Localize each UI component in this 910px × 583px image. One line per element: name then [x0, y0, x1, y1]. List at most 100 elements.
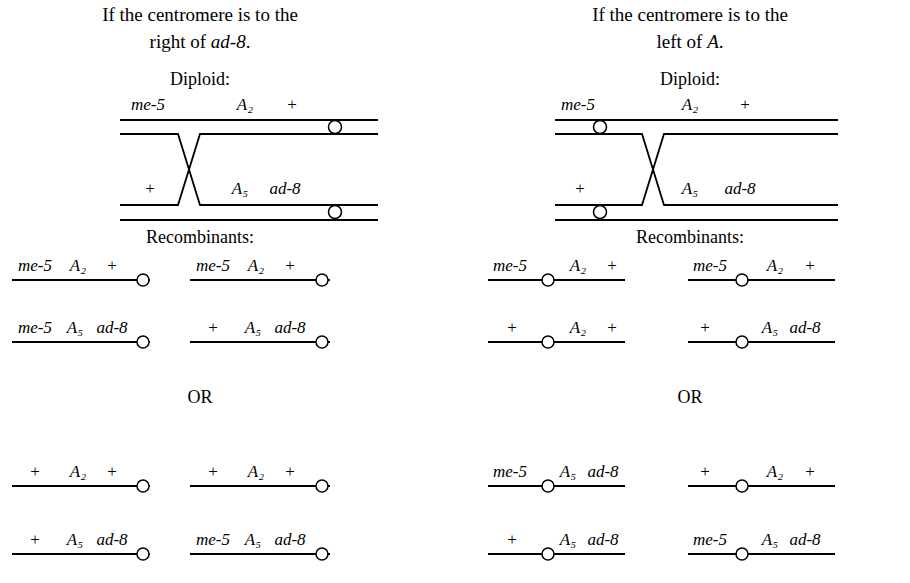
- gene-label: ad-8: [587, 462, 618, 482]
- gene-label: A₅: [232, 179, 248, 199]
- centromere: [736, 274, 748, 286]
- chromatid: [120, 134, 378, 205]
- gene-label: +: [145, 179, 155, 199]
- gene-label: A₂: [70, 256, 86, 276]
- chromatid: [555, 219, 838, 221]
- gene-label: +: [30, 462, 40, 482]
- gene-label: ad-8: [96, 530, 127, 550]
- gene-label: +: [740, 95, 750, 115]
- section-label: Recombinants:: [636, 227, 744, 249]
- chromosome: [190, 553, 330, 555]
- gene-label: +: [607, 318, 617, 338]
- gene-label: A₅: [762, 318, 778, 338]
- gene-label: me-5: [693, 256, 727, 276]
- chromosome: [190, 485, 330, 487]
- centromere: [542, 480, 554, 492]
- section-label: OR: [677, 387, 702, 409]
- gene-label: ad-8: [789, 318, 820, 338]
- gene-label: A₂: [248, 462, 264, 482]
- gene-label: ad-8: [274, 318, 305, 338]
- chromosome: [12, 279, 150, 281]
- gene-label: +: [507, 530, 517, 550]
- centromere: [137, 548, 149, 560]
- gene-label: A₂: [570, 256, 586, 276]
- chromosome: [688, 553, 835, 555]
- gene-label: +: [285, 256, 295, 276]
- gene-label: ad-8: [789, 530, 820, 550]
- chromosome: [488, 341, 625, 343]
- centromere: [736, 480, 748, 492]
- centromere: [329, 121, 342, 134]
- section-label: Diploid:: [660, 69, 720, 91]
- recombinants-right: [488, 274, 835, 560]
- chromosome: [190, 341, 330, 343]
- gene-label: +: [805, 462, 815, 482]
- gene-label: +: [107, 462, 117, 482]
- centromere: [316, 548, 328, 560]
- centromere: [137, 336, 149, 348]
- gene-label: +: [208, 318, 218, 338]
- gene-label: A₅: [245, 530, 261, 550]
- centromere: [316, 480, 328, 492]
- gene-label: A₂: [570, 318, 586, 338]
- gene-label: +: [287, 95, 297, 115]
- gene-label: +: [700, 318, 710, 338]
- chromosome: [12, 553, 150, 555]
- centromere: [329, 206, 342, 219]
- gene-label: me-5: [493, 256, 527, 276]
- gene-label: me-5: [18, 256, 52, 276]
- heading: If the centromere is to the right of ad-…: [93, 1, 308, 55]
- section-label: OR: [187, 387, 212, 409]
- gene-label: me-5: [196, 256, 230, 276]
- gene-label: A₅: [67, 530, 83, 550]
- chromatid: [120, 219, 378, 221]
- chromosome: [488, 279, 625, 281]
- gene-label: ad-8: [269, 179, 300, 199]
- gene-label: +: [107, 256, 117, 276]
- gene-label: +: [607, 256, 617, 276]
- gene-label: me-5: [18, 318, 52, 338]
- gene-label: A₂: [70, 462, 86, 482]
- centromere: [542, 548, 554, 560]
- centromere: [594, 206, 607, 219]
- gene-label: A₅: [682, 179, 698, 199]
- gene-label: A₂: [682, 95, 698, 115]
- chromosome: [688, 341, 835, 343]
- chromosome: [488, 485, 625, 487]
- chromatid: [555, 134, 838, 205]
- gene-label: +: [700, 462, 710, 482]
- gene-label: me-5: [131, 95, 165, 115]
- recombinants-left: [12, 274, 330, 560]
- gene-label: +: [575, 179, 585, 199]
- chromosome: [688, 485, 835, 487]
- gene-label: +: [805, 256, 815, 276]
- chromatid: [120, 119, 378, 121]
- chromatid: [555, 134, 838, 205]
- gene-label: +: [285, 462, 295, 482]
- chromosome: [488, 553, 625, 555]
- gene-label: A₂: [248, 256, 264, 276]
- heading: If the centromere is to the left of A.: [583, 1, 798, 55]
- section-label: Diploid:: [170, 69, 230, 91]
- gene-label: me-5: [493, 462, 527, 482]
- centromere: [137, 480, 149, 492]
- centromere: [736, 336, 748, 348]
- gene-label: me-5: [196, 530, 230, 550]
- centromere: [542, 336, 554, 348]
- gene-label: A₂: [767, 462, 783, 482]
- gene-label: +: [30, 530, 40, 550]
- centromere: [316, 336, 328, 348]
- diploid-right: [555, 120, 838, 220]
- gene-label: me-5: [561, 95, 595, 115]
- gene-label: A₅: [67, 318, 83, 338]
- gene-label: A₅: [560, 530, 576, 550]
- gene-label: ad-8: [96, 318, 127, 338]
- gene-label: ad-8: [274, 530, 305, 550]
- gene-label: ad-8: [587, 530, 618, 550]
- gene-label: me-5: [693, 530, 727, 550]
- gene-label: A₅: [762, 530, 778, 550]
- centromere: [316, 274, 328, 286]
- gene-label: +: [208, 462, 218, 482]
